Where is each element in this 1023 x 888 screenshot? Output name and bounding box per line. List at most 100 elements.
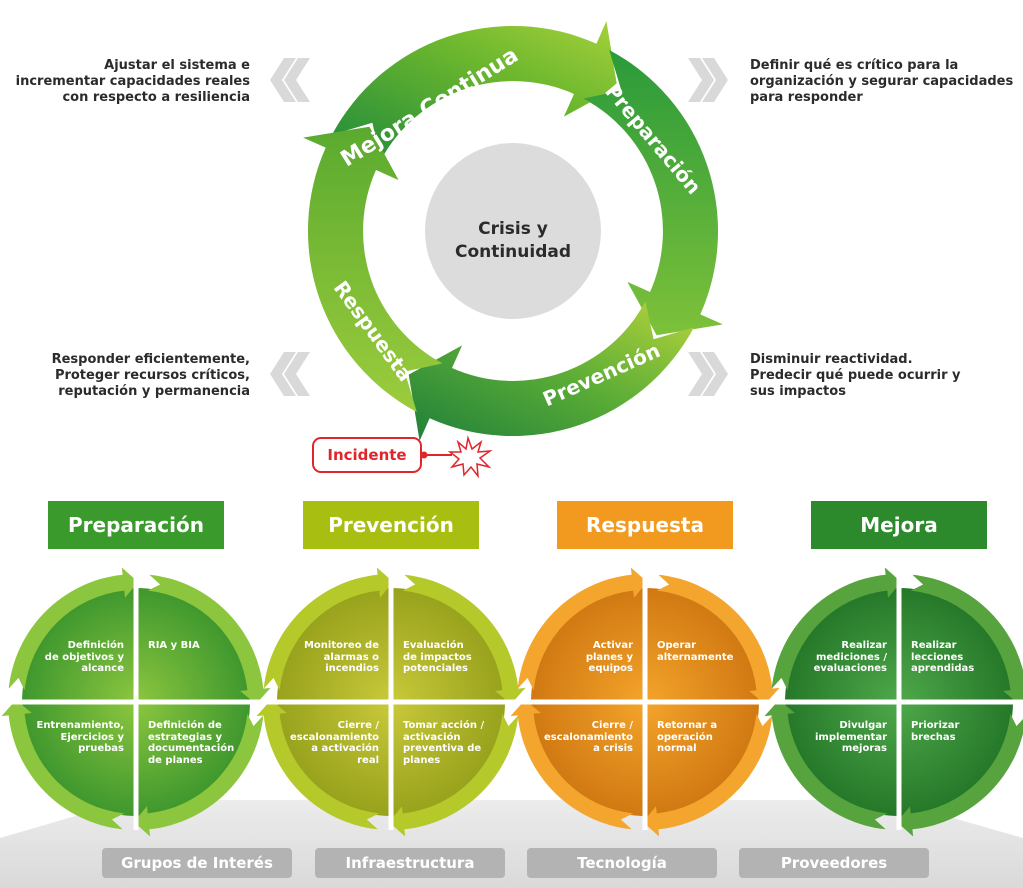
- quadrant-line: de impactos: [403, 651, 472, 663]
- quadrant-line: potenciales: [403, 663, 468, 674]
- phase-ring-arrow: [388, 713, 519, 837]
- quadrant-line: mediciones /: [815, 651, 887, 663]
- quadrant-line: Tomar acción /: [403, 720, 485, 731]
- center-circle: [425, 143, 601, 319]
- note-top-right: Definir qué es crítico para la organizac…: [750, 58, 1013, 106]
- phase-banner: Respuesta: [557, 501, 733, 549]
- quadrant-line: estrategias y: [148, 731, 223, 743]
- note-line: Predecir qué puede ocurrir y: [750, 368, 961, 383]
- foundation-item-grupos: Grupos de Interés: [102, 848, 292, 878]
- quadrant-line: activación: [403, 731, 461, 743]
- quadrant-line: lecciones: [911, 651, 964, 663]
- note-line: Definir qué es crítico para la: [750, 58, 959, 73]
- note-line: con respecto a resiliencia: [62, 90, 250, 105]
- quadrant-line: planes: [403, 754, 441, 766]
- quadrant-line: a crisis: [593, 743, 633, 754]
- phase-ring-arrow: [771, 567, 902, 691]
- quadrant-line: alarmas o: [323, 651, 379, 663]
- phase-ring-arrow: [910, 574, 1023, 705]
- phase-ring-arrow: [402, 574, 526, 705]
- quadrant-line: documentación: [148, 743, 235, 754]
- quadrant-line: Realizar: [911, 640, 957, 651]
- phase-ring-arrow: [642, 713, 773, 837]
- chevron-right-icon: [688, 352, 728, 396]
- chevron-left-icon: [270, 58, 310, 102]
- phase-ring-arrow: [510, 699, 634, 830]
- note-line: incrementar capacidades reales: [15, 74, 250, 89]
- phase-ring-arrow: [764, 699, 888, 830]
- phase-ring-arrow: [147, 574, 271, 705]
- quadrant-line: Evaluación: [403, 640, 464, 651]
- note-line: Responder eficientemente,: [51, 352, 250, 367]
- quadrant-line: Monitoreo de: [303, 640, 379, 651]
- note-line: Disminuir reactividad.: [750, 352, 913, 367]
- note-line: organización y segurar capacidades: [750, 74, 1014, 89]
- quadrant-line: Realizar: [841, 640, 887, 651]
- quadrant-line: a activación: [311, 743, 379, 754]
- center-label-line2: Continuidad: [455, 242, 571, 262]
- phase-banner: Preparación: [48, 501, 224, 549]
- phase-banner: Mejora: [811, 501, 987, 549]
- quadrant-line: Divulgar: [839, 720, 887, 731]
- phase-ring-arrow: [1, 699, 125, 830]
- quadrant-line: escalonamiento: [290, 731, 379, 743]
- prevencion-arrow: [408, 301, 694, 441]
- phase-ring-arrow: [133, 713, 264, 837]
- incident-connector-dot: [420, 451, 428, 459]
- quadrant-line: escalonamiento: [544, 731, 633, 743]
- chevron-left-icon: [270, 352, 310, 396]
- mejora-arrow: [332, 21, 618, 161]
- quadrant-line: mejoras: [841, 743, 887, 754]
- note-bottom-left: Responder eficientemente, Proteger recur…: [8, 352, 250, 400]
- note-top-left: Ajustar el sistema e incrementar capacid…: [8, 58, 250, 106]
- quadrant-line: incendios: [325, 663, 379, 674]
- quadrant-line: Priorizar: [911, 720, 960, 731]
- foundation-item-tecnologia: Tecnología: [527, 848, 717, 878]
- foundation-item-infraestructura: Infraestructura: [315, 848, 505, 878]
- quadrant-line: Entrenamiento,: [36, 720, 124, 731]
- phase-ring-arrow: [256, 699, 380, 830]
- quadrant-line: normal: [657, 743, 697, 754]
- note-bottom-right: Disminuir reactividad. Predecir qué pued…: [750, 352, 961, 400]
- phase-ring-arrow: [263, 567, 394, 691]
- quadrant-line: Activar: [592, 640, 633, 651]
- quadrant-line: operación: [657, 731, 713, 743]
- quadrant-text-tr: RIA y BIA: [148, 640, 260, 652]
- foundation-item-proveedores: Proveedores: [739, 848, 929, 878]
- note-line: reputación y permanencia: [58, 384, 250, 399]
- quadrant-line: Definición: [67, 640, 124, 651]
- center-label-line1: Crisis y: [478, 219, 548, 239]
- incident-label: Incidente: [312, 437, 422, 473]
- note-line: sus impactos: [750, 384, 846, 399]
- preparacion-arrow: [583, 50, 723, 336]
- quadrant-line: Operar: [657, 640, 697, 651]
- phase-ring-arrow: [8, 567, 139, 691]
- quadrant-line: Retornar a: [657, 720, 718, 731]
- quadrant-line: real: [357, 754, 379, 766]
- quadrant-line: Ejercicios y: [60, 731, 124, 743]
- quadrant-line: implementar: [815, 731, 887, 743]
- quadrant-line: alternamente: [657, 651, 734, 663]
- quadrant-line: Definición de: [148, 720, 222, 731]
- quadrant-line: pruebas: [78, 743, 124, 754]
- quadrant-line: RIA y BIA: [148, 640, 200, 651]
- chevron-right-icon: [688, 58, 728, 102]
- quadrant-line: alcance: [81, 663, 124, 674]
- note-line: Ajustar el sistema e: [104, 58, 250, 73]
- quadrant-line: equipos: [588, 663, 633, 674]
- note-line: para responder: [750, 90, 863, 105]
- quadrant-line: Cierre /: [337, 720, 379, 731]
- quadrant-line: aprendidas: [911, 663, 975, 674]
- respuesta-arrow: [303, 126, 443, 412]
